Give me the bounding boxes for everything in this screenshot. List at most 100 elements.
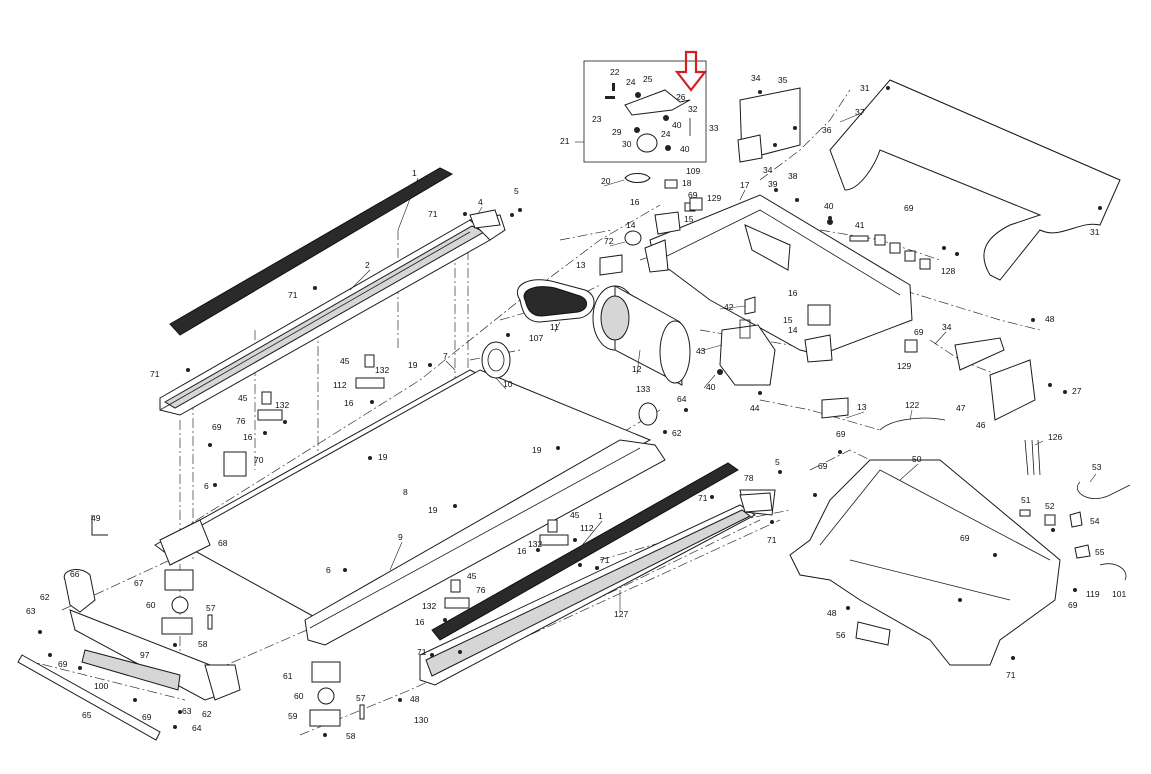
leveler-plate-59 bbox=[309, 709, 341, 727]
callout-label: 62 bbox=[202, 709, 212, 719]
callout-label: 112 bbox=[580, 523, 594, 533]
frame-bracket-left bbox=[644, 239, 669, 273]
callout-label: 36 bbox=[822, 125, 832, 135]
callout-label: 64 bbox=[192, 723, 202, 733]
callout-label: 4 bbox=[478, 197, 483, 207]
bracket-112 bbox=[355, 377, 385, 389]
callout-label: 1 bbox=[412, 168, 417, 178]
rear-roller-housing-left bbox=[159, 519, 211, 566]
callout-label: 70 bbox=[254, 455, 264, 465]
leveler-block-67 bbox=[164, 569, 194, 591]
bracket-15 bbox=[654, 211, 681, 235]
callout-label: 20 bbox=[601, 176, 611, 186]
callout-label: 69 bbox=[914, 327, 924, 337]
callout-label: 51 bbox=[1021, 495, 1031, 505]
callout-label: 5 bbox=[514, 186, 519, 196]
frame-bracket-mid bbox=[744, 224, 791, 271]
callout-label: 69 bbox=[58, 659, 68, 669]
callout-label: 67 bbox=[134, 578, 144, 588]
callout-label: 23 bbox=[592, 114, 602, 124]
callout-label: 8 bbox=[403, 487, 408, 497]
callout-label: 22 bbox=[610, 67, 620, 77]
walking-deck bbox=[173, 369, 652, 621]
leader-lines bbox=[349, 111, 1097, 612]
callout-label: 32 bbox=[688, 104, 698, 114]
callout-label: 59 bbox=[288, 711, 298, 721]
inset-frame bbox=[583, 60, 707, 163]
callout-label: 69 bbox=[836, 429, 846, 439]
callout-label: 19 bbox=[532, 445, 542, 455]
callout-label: 33 bbox=[709, 123, 719, 133]
callout-label: 16 bbox=[344, 398, 354, 408]
callout-label: 10 bbox=[503, 379, 513, 389]
callout-label: 101 bbox=[1112, 589, 1126, 599]
bracket-76-a bbox=[257, 409, 283, 421]
left-rail-cover-strip bbox=[169, 167, 454, 336]
callout-label: 129 bbox=[897, 361, 911, 371]
leveler-block-61 bbox=[311, 661, 341, 683]
callout-label: 53 bbox=[1092, 462, 1102, 472]
bracket-76-b bbox=[444, 597, 470, 609]
bracket-18 bbox=[664, 179, 678, 189]
callout-label: 76 bbox=[476, 585, 486, 595]
callout-label: 26 bbox=[676, 92, 686, 102]
motor-43 bbox=[719, 324, 776, 386]
callout-label: 40 bbox=[672, 120, 682, 130]
bearing-72 bbox=[624, 230, 642, 246]
callout-label: 49 bbox=[91, 513, 101, 523]
callout-label: 34 bbox=[751, 73, 761, 83]
cable-122 bbox=[879, 417, 946, 431]
bracket-129b bbox=[904, 339, 918, 353]
callout-label: 62 bbox=[40, 592, 50, 602]
callout-label: 15 bbox=[684, 214, 694, 224]
callout-label: 30 bbox=[622, 139, 632, 149]
hex-key-49 bbox=[91, 515, 108, 536]
callout-label: 18 bbox=[682, 178, 692, 188]
callout-label: 71 bbox=[600, 555, 610, 565]
callout-label: 69 bbox=[688, 190, 698, 200]
spacer-45-d bbox=[450, 579, 461, 593]
callout-label: 69 bbox=[960, 533, 970, 543]
callout-label: 40 bbox=[706, 382, 716, 392]
callout-label: 97 bbox=[140, 650, 150, 660]
callout-label: 48 bbox=[1045, 314, 1055, 324]
right-rail-cover-strip bbox=[431, 462, 739, 641]
nut-row-128-4 bbox=[919, 258, 931, 270]
callout-label: 132 bbox=[528, 539, 542, 549]
bracket-4 bbox=[469, 209, 501, 229]
callout-label: 12 bbox=[632, 364, 642, 374]
callout-label: 29 bbox=[612, 127, 622, 137]
leveler-foot-60b bbox=[317, 687, 335, 705]
leveler-plate-97 bbox=[161, 617, 193, 635]
wire-101 bbox=[1099, 563, 1127, 581]
small-parts-group bbox=[207, 173, 1131, 720]
callout-label: 71 bbox=[150, 369, 160, 379]
nut-row-128-3 bbox=[904, 250, 916, 262]
callout-label: 38 bbox=[788, 171, 798, 181]
callout-label: 52 bbox=[1045, 501, 1055, 511]
callout-label: 50 bbox=[912, 454, 922, 464]
callout-label: 109 bbox=[686, 166, 700, 176]
inset-detail-box bbox=[583, 60, 707, 163]
callout-label: 25 bbox=[643, 74, 653, 84]
rear-step-pad bbox=[81, 649, 181, 691]
callout-label: 16 bbox=[788, 288, 798, 298]
callout-label: 44 bbox=[750, 403, 760, 413]
callout-label: 19 bbox=[408, 360, 418, 370]
deck-and-frame-group bbox=[154, 369, 666, 646]
fasteners-group bbox=[38, 86, 1102, 737]
callout-label: 69 bbox=[1068, 600, 1078, 610]
callout-label: 13 bbox=[857, 402, 867, 412]
clip-52 bbox=[1044, 514, 1056, 526]
callout-label: 34 bbox=[763, 165, 773, 175]
pin-57a bbox=[207, 614, 213, 630]
callout-label: 39 bbox=[768, 179, 778, 189]
callout-label: 100 bbox=[94, 681, 108, 691]
callout-label: 69 bbox=[212, 422, 222, 432]
base-pan-50 bbox=[789, 459, 1061, 666]
callout-label: 107 bbox=[529, 333, 543, 343]
callout-label: 54 bbox=[1090, 516, 1100, 526]
rear-roller-pulley bbox=[481, 341, 511, 379]
callout-label: 132 bbox=[375, 365, 389, 375]
